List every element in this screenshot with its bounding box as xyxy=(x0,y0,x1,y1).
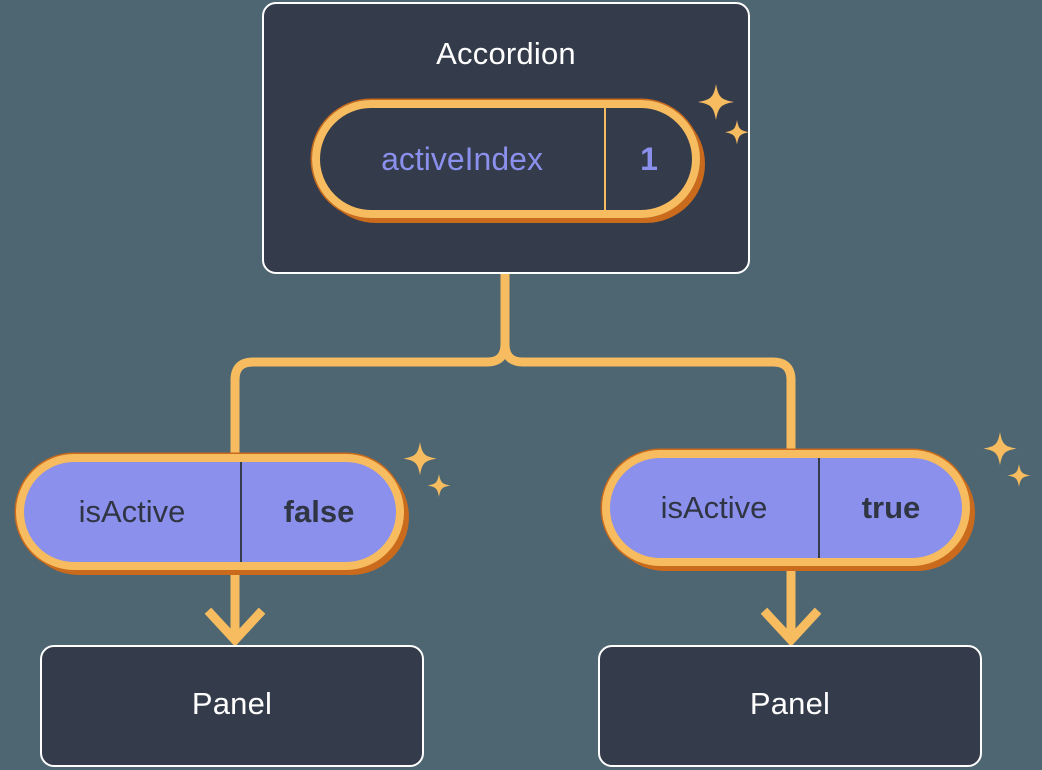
connector-branch-right xyxy=(500,267,796,471)
prop-key-is-active-right: isActive xyxy=(660,490,768,525)
prop-value-active-index: 1 xyxy=(604,108,692,210)
panel-card-right[interactable]: Panel xyxy=(598,645,982,767)
prop-value-is-active-right: true xyxy=(818,458,962,558)
prop-pill-active-index[interactable]: activeIndex 1 xyxy=(312,100,700,218)
prop-key-active-index: activeIndex xyxy=(381,140,543,177)
arrow-down-icon-right xyxy=(760,574,822,647)
prop-pill-is-active-right[interactable]: isActive true xyxy=(602,450,970,566)
connector-branch xyxy=(230,267,510,475)
prop-value-is-active-left: false xyxy=(240,462,396,562)
panel-title-left: Panel xyxy=(191,686,273,721)
panel-card-left[interactable]: Panel xyxy=(40,645,424,767)
panel-title-right: Panel xyxy=(749,686,831,721)
prop-pill-is-active-left[interactable]: isActive false xyxy=(16,454,404,570)
prop-key-is-active-left: isActive xyxy=(78,494,186,529)
arrow-down-icon-left xyxy=(204,578,266,647)
accordion-title: Accordion xyxy=(436,36,576,71)
